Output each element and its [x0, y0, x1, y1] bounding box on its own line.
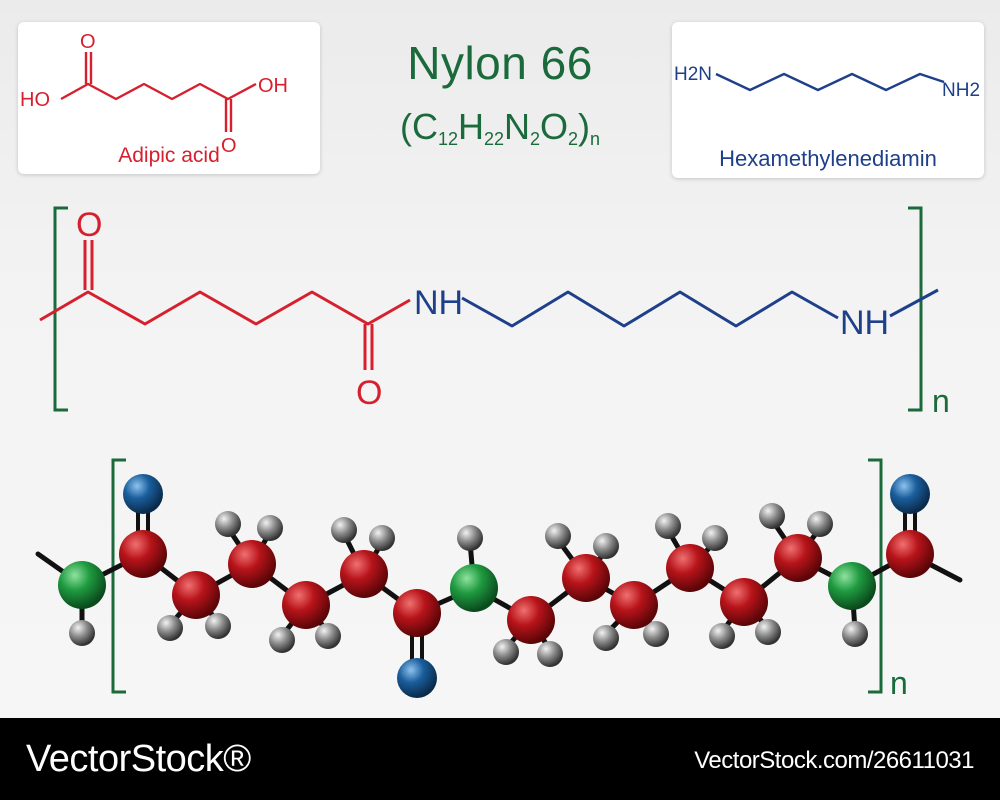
- carbon-atom: [340, 550, 388, 598]
- structure-top-oxygen: O: [76, 206, 102, 244]
- hydrogen-atom: [545, 523, 571, 549]
- hydrogen-atom: [842, 621, 868, 647]
- hydrogen-atom: [755, 619, 781, 645]
- carbon-atom: [720, 578, 768, 626]
- adipic-acid-card: HO O OH O Adipic acid: [18, 22, 320, 174]
- hexamethylenediamine-caption: Hexamethylenediamin: [719, 146, 937, 171]
- hydrogen-atom: [269, 627, 295, 653]
- adipic-acid-skeletal-formula: HO O OH O: [20, 31, 288, 157]
- hydrogen-atom: [593, 625, 619, 651]
- adipic-left-hydroxyl: HO: [20, 89, 50, 111]
- hydrogen-atom: [69, 620, 95, 646]
- hexamethylenediamine-card: H2N NH2 Hexamethylenediamin: [672, 22, 984, 178]
- carbon-atom: [282, 581, 330, 629]
- left-bracket: [53, 206, 68, 412]
- right-bracket: [908, 206, 923, 412]
- model-right-bracket: [868, 458, 883, 694]
- adipic-right-oxygen: O: [221, 135, 237, 157]
- hydrogen-atom: [759, 503, 785, 529]
- model-left-bracket: [111, 458, 126, 694]
- hydrogen-atom: [205, 613, 231, 639]
- carbon-atom: [562, 554, 610, 602]
- carbon-atom: [393, 589, 441, 637]
- hydrogen-atom: [457, 525, 483, 551]
- hydrogen-atom: [215, 511, 241, 537]
- hydrogen-atom: [643, 621, 669, 647]
- oxygen-atom: [123, 474, 163, 514]
- hydrogen-atom: [807, 511, 833, 537]
- adipic-right-hydroxyl: OH: [258, 75, 288, 97]
- carbon-atom: [507, 596, 555, 644]
- image-url: VectorStock.com/26611031: [694, 747, 974, 774]
- carbon-atom: [886, 530, 934, 578]
- carbon-atom: [610, 581, 658, 629]
- oxygen-atom: [397, 658, 437, 698]
- carbon-atom: [774, 534, 822, 582]
- carbon-atom: [119, 530, 167, 578]
- molecular-formula: (C12H22N2O2)n: [399, 106, 601, 149]
- hydrogen-atom: [257, 515, 283, 541]
- model-repeat-label: n: [890, 665, 908, 701]
- nylon-66-repeat-unit-structure: n O O NH NH: [39, 206, 950, 419]
- hydrogen-atom: [709, 623, 735, 649]
- structure-amide-nh-2: NH: [840, 304, 889, 342]
- hydrogen-atom: [593, 533, 619, 559]
- hydrogen-atom: [369, 525, 395, 551]
- hydrogen-atom: [537, 641, 563, 667]
- nitrogen-atom: [450, 564, 498, 612]
- adipic-left-oxygen: O: [80, 31, 96, 53]
- carbon-atom: [666, 544, 714, 592]
- carbon-atom: [172, 571, 220, 619]
- page-title: Nylon 66: [407, 37, 593, 89]
- structure-amide-nh-1: NH: [414, 284, 463, 322]
- hydrogen-atom: [702, 525, 728, 551]
- nitrogen-atom: [828, 562, 876, 610]
- hydrogen-atom: [157, 615, 183, 641]
- hexa-right-amine: NH2: [942, 80, 980, 101]
- vectorstock-logo: VectorStock®: [26, 738, 251, 780]
- hydrogen-atom: [315, 623, 341, 649]
- structure-repeat-label: n: [932, 383, 950, 419]
- footer-bar: VectorStock® VectorStock.com/26611031: [0, 718, 1000, 800]
- nylon-66-ball-and-stick-model: n: [35, 458, 963, 701]
- hydrogen-atom: [493, 639, 519, 665]
- structure-bottom-oxygen: O: [356, 374, 382, 412]
- nitrogen-atom: [58, 561, 106, 609]
- oxygen-atom: [890, 474, 930, 514]
- adipic-acid-caption: Adipic acid: [118, 144, 220, 167]
- hexa-left-amine: H2N: [674, 64, 712, 85]
- hexamethylenediamine-skeletal-formula: H2N NH2: [674, 64, 980, 101]
- hydrogen-atom: [331, 517, 357, 543]
- carbon-atom: [228, 540, 276, 588]
- hydrogen-atom: [655, 513, 681, 539]
